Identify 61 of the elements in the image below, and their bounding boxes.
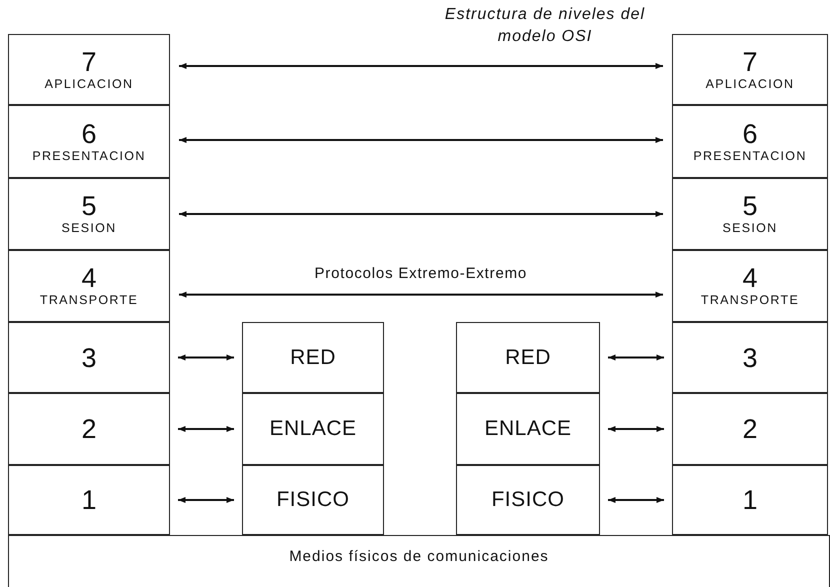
layer-number: 3 xyxy=(81,344,97,372)
layer-name: ENLACE xyxy=(484,417,572,441)
layer-box xyxy=(672,393,828,465)
double-arrow xyxy=(178,497,234,503)
layer-box xyxy=(672,34,828,105)
layer-number: 7 xyxy=(81,48,97,76)
layer-name: TRANSPORTE xyxy=(700,292,800,308)
layer-box xyxy=(8,34,170,105)
medium-band xyxy=(8,535,830,587)
layer-name: RED xyxy=(505,346,551,370)
layer-box xyxy=(456,322,600,393)
layer-name: PRESENTACION xyxy=(32,148,146,164)
layer-number: 6 xyxy=(742,120,758,148)
layer-name: PRESENTACION xyxy=(693,148,807,164)
layer-box xyxy=(242,465,384,535)
layer-box xyxy=(8,105,170,178)
layer-name: SESION xyxy=(722,220,778,236)
layer-name: SESION xyxy=(61,220,117,236)
layer-box xyxy=(672,322,828,393)
diagram-title: Estructura de niveles del modelo OSI xyxy=(444,5,646,47)
layer-box xyxy=(456,465,600,535)
double-arrow xyxy=(608,497,664,503)
double-arrow xyxy=(179,137,663,144)
layer-box xyxy=(8,465,170,535)
layer-number: 4 xyxy=(81,264,97,292)
layer-number: 6 xyxy=(81,120,97,148)
layer-box xyxy=(242,322,384,393)
layer-box xyxy=(672,465,828,535)
layer-number: 2 xyxy=(742,415,758,443)
layer-box xyxy=(8,178,170,250)
layer-box xyxy=(8,322,170,393)
double-arrow xyxy=(179,62,663,69)
double-arrow xyxy=(608,354,664,360)
layer-number: 2 xyxy=(81,415,97,443)
layer-name: FISICO xyxy=(276,488,350,512)
layer-name: APLICACION xyxy=(706,76,794,92)
layer-number: 7 xyxy=(742,48,758,76)
layer-box xyxy=(672,178,828,250)
layer-number: 3 xyxy=(742,344,758,372)
double-arrow xyxy=(178,354,234,360)
layer-name: APLICACION xyxy=(44,76,134,92)
layer-number: 4 xyxy=(742,264,758,292)
double-arrow xyxy=(179,292,663,298)
layer-box xyxy=(672,250,828,322)
layer-number: 5 xyxy=(742,192,758,220)
band-label: Medios físicos de comunicaciones xyxy=(289,548,549,565)
layer-box xyxy=(242,393,384,465)
layer-number: 1 xyxy=(81,486,97,514)
layer-name: TRANSPORTE xyxy=(40,292,138,308)
double-arrow xyxy=(179,211,663,217)
layer-name: ENLACE xyxy=(269,417,357,441)
double-arrow xyxy=(608,426,664,432)
layer-name: RED xyxy=(290,346,336,370)
double-arrow xyxy=(178,426,234,432)
layer-number: 5 xyxy=(81,192,97,220)
layer-number: 1 xyxy=(742,486,758,514)
layer-box xyxy=(672,105,828,178)
layer-box xyxy=(8,393,170,465)
layer-name: FISICO xyxy=(491,488,564,512)
layer-box xyxy=(456,393,600,465)
layer-box xyxy=(8,250,170,322)
